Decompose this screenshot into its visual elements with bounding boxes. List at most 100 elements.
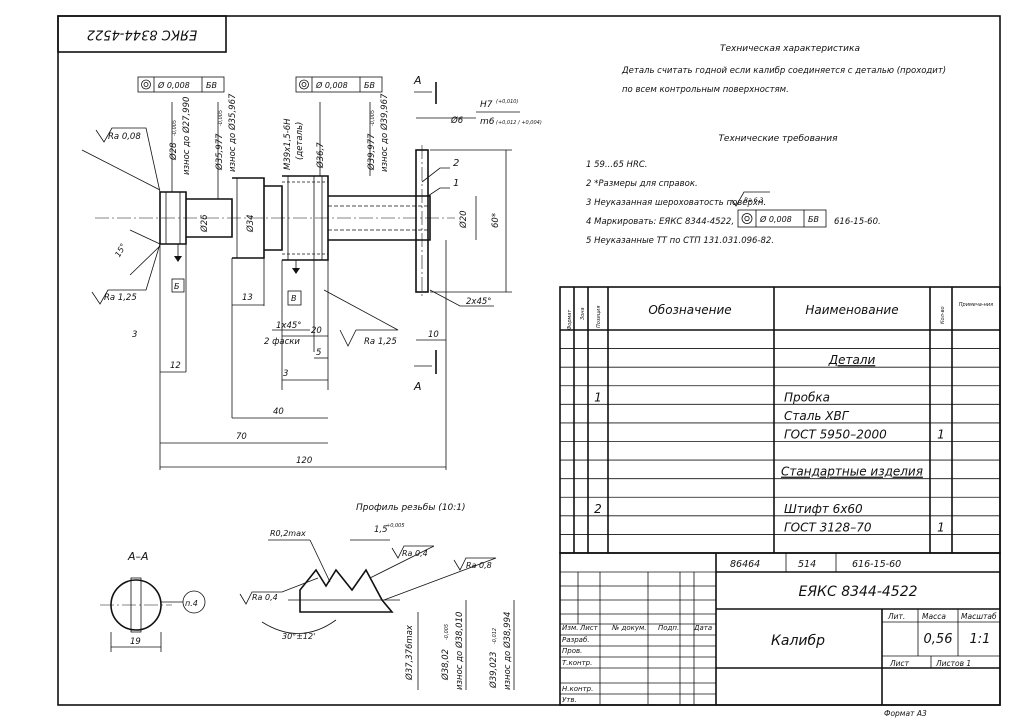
svg-text:Ø39,023: Ø39,023 — [488, 652, 499, 689]
tech-req-item-3: 3 Неуказанная шероховатость поверхн. — [586, 198, 766, 208]
tol-frame-2: Ø 0,008 БВ — [295, 76, 383, 93]
svg-text:Примеча-ния: Примеча-ния — [959, 302, 993, 308]
svg-text:Лист: Лист — [579, 624, 599, 632]
concentricity-icon — [141, 79, 151, 90]
vertical-dims: Ø28 -0,005 износ до Ø27,990 Ø35,977 -0,0… — [168, 93, 501, 233]
spec-row-name: Штифт 6x60 — [784, 502, 863, 516]
svg-text:Изм.: Изм. — [562, 624, 578, 632]
svg-text:Ø37,376max: Ø37,376max — [404, 624, 415, 681]
svg-text:60*: 60* — [491, 213, 501, 228]
svg-text:-0,005: -0,005 — [172, 120, 178, 136]
svg-text:Ø 0,008: Ø 0,008 — [315, 80, 348, 90]
svg-text:Листов 1: Листов 1 — [935, 659, 971, 668]
tb-format: Формат А3 — [884, 709, 927, 718]
spec-row: 2 Штифт 6x60 — [594, 502, 863, 516]
svg-text:износ до Ø38,994: износ до Ø38,994 — [502, 612, 513, 690]
svg-text:-0,005: -0,005 — [218, 110, 224, 126]
tb-code-3: 616-15-60 — [852, 559, 901, 570]
spec-row-pos: 2 — [594, 502, 602, 516]
svg-text:30°±12': 30°±12' — [282, 632, 315, 641]
dia-6: Ø6 — [450, 115, 464, 126]
section-dim-19: 19 — [130, 637, 141, 647]
tb-code-1: 86464 — [730, 559, 760, 570]
tech-req-item-4: 4 Маркировать: ЕЯКС 8344-4522, — [586, 217, 734, 227]
svg-text:БВ: БВ — [206, 81, 217, 90]
fit-m6: m6 — [480, 117, 495, 127]
tb-scale: 1:1 — [970, 632, 991, 647]
svg-text:Формат: Формат — [567, 309, 573, 330]
spec-row-qty: 1 — [937, 520, 945, 534]
svg-text:(деталь): (деталь) — [295, 122, 305, 160]
base-b: Б — [174, 282, 180, 291]
svg-text:Пров.: Пров. — [562, 647, 582, 655]
svg-text:+0,005: +0,005 — [386, 523, 405, 529]
thread-profile: Профиль резьбы (10:1) R0,2max 1,5 +0,005… — [239, 503, 515, 690]
svg-text:5: 5 — [316, 348, 321, 358]
svg-text:Ø35,977: Ø35,977 — [214, 133, 225, 171]
svg-text:-0,012: -0,012 — [492, 628, 498, 644]
svg-text:12: 12 — [170, 361, 181, 371]
tech-req-item-1: 1 59...65 HRC. — [586, 160, 647, 170]
svg-text:70: 70 — [236, 432, 247, 442]
spec-row: Детали — [828, 353, 876, 367]
spec-row-pos: 1 — [594, 390, 602, 404]
spec-header-name: Наименование — [805, 303, 898, 317]
top-stamp-text: ЕЯКС 8344-4522 — [87, 27, 198, 42]
svg-text:износ до Ø27,990: износ до Ø27,990 — [181, 97, 192, 175]
tol-frame-1: Ø 0,008 БВ — [137, 76, 225, 93]
horizontal-dims: 13 3 12 1x45° 2 фаски 20 5 3 40 70 120 2… — [132, 240, 494, 470]
top-stamp: ЕЯКС 8344-4522 — [57, 15, 227, 53]
tech-req-heading: Технические требования — [718, 134, 838, 144]
svg-text:2x45°: 2x45° — [466, 297, 492, 307]
svg-text:-0,005: -0,005 — [370, 110, 376, 126]
spec-row: Стандартные изделия — [781, 465, 923, 479]
pos-2: 2 — [453, 158, 459, 169]
svg-text:1,5: 1,5 — [374, 525, 388, 535]
angle-15: 15° — [113, 242, 128, 259]
svg-text:Ø28: Ø28 — [168, 142, 179, 161]
svg-text:120: 120 — [296, 456, 312, 466]
svg-text:Т.контр.: Т.контр. — [562, 659, 592, 667]
svg-text:Ø 0,008: Ø 0,008 — [759, 214, 792, 224]
ra-125-a: Ra 1,25 — [104, 293, 137, 303]
base-v: В — [291, 294, 297, 303]
svg-text:Масса: Масса — [922, 612, 946, 621]
svg-text:(+0,010): (+0,010) — [496, 99, 518, 105]
svg-text:Разраб.: Разраб. — [562, 636, 590, 644]
svg-text:Кол-во: Кол-во — [940, 306, 946, 324]
tech-char-heading: Техническая характеристика — [720, 44, 860, 54]
tech-char-line2: по всем контрольным поверхностям. — [622, 85, 789, 95]
svg-text:Ø20: Ø20 — [458, 210, 469, 229]
spec-row-name: ГОСТ 3128–70 — [784, 520, 872, 534]
roughness-note: Ra 6,3 — [744, 197, 763, 204]
tb-mass: 0,56 — [924, 632, 953, 647]
svg-text:R0,2max: R0,2max — [270, 529, 306, 538]
spec-table: Формат Зона Позиция Обозначение Наименов… — [559, 286, 1001, 554]
tb-part-name: Калибр — [771, 633, 825, 649]
ra-125-b: Ra 1,25 — [364, 337, 397, 347]
tech-char-line1: Деталь считать годной если калибр соедин… — [621, 66, 946, 76]
section-callout: п.4 — [185, 599, 198, 608]
svg-text:Подп.: Подп. — [658, 624, 679, 632]
svg-text:Ra 0,8: Ra 0,8 — [466, 561, 492, 570]
svg-text:БВ: БВ — [364, 81, 375, 90]
tb-code-2: 514 — [798, 559, 816, 570]
spec-row-name: ГОСТ 5950–2000 — [784, 428, 887, 442]
section-aa: А–А п.4 19 — [100, 550, 206, 652]
svg-text:Лит.: Лит. — [887, 612, 905, 621]
svg-text:1x45°: 1x45° — [276, 321, 302, 331]
main-view: Ø 0,008 БВ Ø 0,008 БВ А А Ø28 -0,005 изн… — [81, 74, 542, 470]
profile-title: Профиль резьбы (10:1) — [356, 503, 466, 513]
svg-text:М39x1,5-6Н: М39x1,5-6Н — [283, 118, 293, 170]
svg-text:Лист: Лист — [889, 659, 910, 668]
pos-1: 1 — [453, 178, 459, 189]
svg-text:10: 10 — [428, 330, 439, 340]
svg-text:Позиция: Позиция — [596, 306, 602, 328]
svg-text:Ø34: Ø34 — [245, 214, 256, 233]
svg-text:№ докум.: № докум. — [611, 624, 647, 632]
mark-tol-frame: Ø 0,008 БВ — [737, 209, 827, 228]
spec-row-name: Стандартные изделия — [781, 465, 923, 479]
svg-text:13: 13 — [242, 293, 253, 303]
